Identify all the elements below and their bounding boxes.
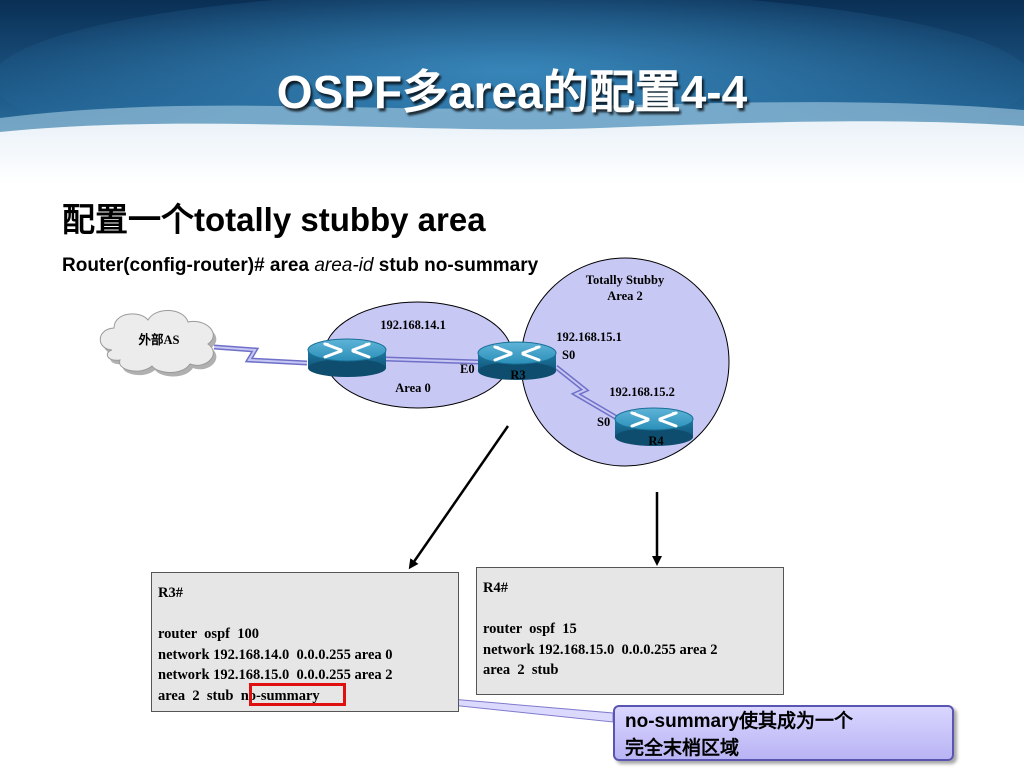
r3-label: R3	[510, 368, 525, 382]
router-icon	[306, 337, 388, 379]
command-prefix: Router(config-router)# area	[62, 255, 315, 276]
r3-e0-label: E0	[460, 362, 475, 376]
note-line-2: 完全末梢区域	[625, 738, 740, 759]
link-area0-r3	[385, 356, 479, 365]
config-line	[483, 599, 777, 620]
note-line-1: no-summary使其成为一个	[625, 711, 854, 732]
r4-config-box: R4# router ospf 15 network 192.168.15.0 …	[476, 567, 784, 695]
config-line: router ospf 15	[483, 621, 577, 637]
area-2-label-line2: Area 2	[607, 289, 643, 303]
area-0-label: Area 0	[395, 381, 431, 395]
config-line: area 2 stub	[483, 662, 559, 678]
command-suffix: stub no-summary	[373, 255, 539, 276]
section-heading: 配置一个totally stubby area	[62, 201, 486, 238]
title-banner	[0, 0, 1024, 185]
external-as-cloud: 外部AS	[99, 310, 217, 377]
config-line: network 192.168.15.0 0.0.0.255 area 2	[483, 641, 718, 658]
config-line	[158, 604, 452, 625]
r4-s0-label: S0	[597, 415, 610, 429]
config-line: network 192.168.14.0 0.0.0.255 area 0	[158, 646, 393, 663]
link-cloud-r-area0	[213, 344, 308, 366]
no-summary-note: no-summary使其成为一个 完全末梢区域	[613, 705, 954, 761]
config-line: network 192.168.15.0 0.0.0.255 area 2	[158, 667, 393, 683]
area-2-label-line1: Totally Stubby	[586, 273, 665, 287]
cloud-label: 外部AS	[138, 332, 180, 347]
slide-title: OSPF多area的配置4-4	[276, 66, 748, 118]
config-line: R4#	[483, 580, 508, 596]
r3-s0-label: S0	[562, 348, 575, 362]
no-summary-highlight	[249, 683, 346, 706]
config-line: area 2 stub no-summary	[158, 687, 320, 704]
config-line: R3#	[158, 585, 183, 601]
command-argument: area-id	[314, 255, 374, 276]
command-syntax: Router(config-router)# area area-id stub…	[62, 255, 538, 277]
r3-config-box: R3# router ospf 100 network 192.168.14.0…	[151, 572, 459, 712]
r4-label: R4	[648, 434, 664, 448]
link-r3-r4	[554, 365, 619, 421]
r4-ip-label: 192.168.15.2	[609, 385, 675, 399]
r3-ip-label: 192.168.15.1	[556, 330, 622, 344]
area-0-ip-label: 192.168.14.1	[380, 318, 446, 332]
arrow-to-r3-config	[408, 425, 510, 570]
config-line: router ospf 100	[158, 626, 259, 642]
